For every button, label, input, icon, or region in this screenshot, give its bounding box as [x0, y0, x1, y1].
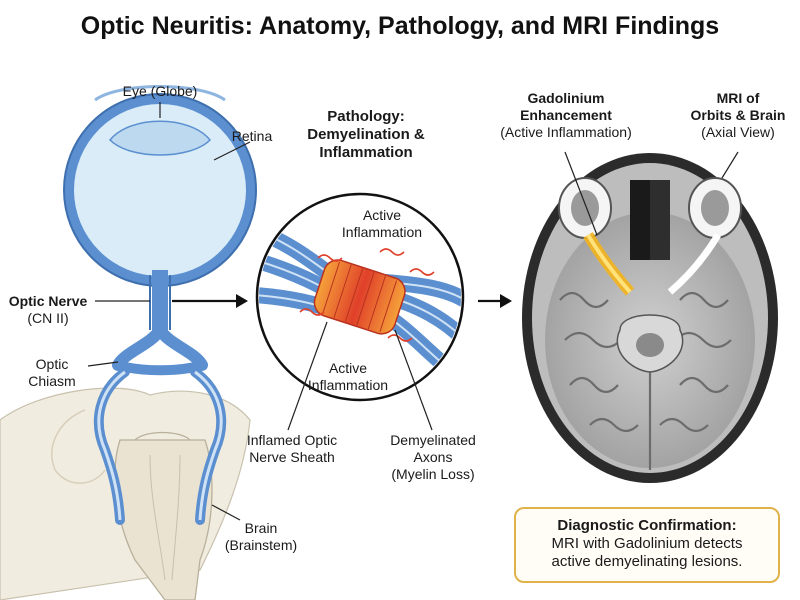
page-title: Optic Neuritis: Anatomy, Pathology, and … [80, 12, 720, 40]
mri-leader-lines [564, 151, 739, 236]
optic-nerve-label: Optic Nerve (CN II) [8, 293, 88, 326]
orbits [558, 177, 742, 260]
retina-label: Retina [231, 128, 273, 144]
optic-chiasm-label: Optic Chiasm [28, 356, 76, 389]
arrow-pathology-to-mri [478, 294, 512, 308]
pathology-heading: Pathology: Demyelination & Inflammation [307, 108, 425, 161]
inflammation-marks [299, 248, 435, 342]
eye-globe [63, 85, 257, 287]
active-inflammation-bottom-label: Active Inflammation [307, 360, 389, 393]
diagnostic-confirmation-box: Diagnostic Confirmation: MRI with Gadoli… [514, 507, 780, 583]
inflamed-sheath-label: Inflamed Optic Nerve Sheath [246, 432, 338, 465]
gadolinium-label: Gadolinium Enhancement (Active Inflammat… [500, 90, 632, 140]
diagnosis-line-1: MRI with Gadolinium detects [551, 535, 743, 552]
mri-view-label: MRI of Orbits & Brain (Axial View) [690, 90, 786, 140]
demyelinated-axons-label: Demyelinated Axons (Myelin Loss) [390, 432, 476, 482]
optic-nerves-mri [583, 232, 722, 296]
diagnosis-line-2: active demyelinating lesions. [551, 553, 743, 570]
arrow-anatomy-to-pathology [172, 294, 248, 308]
brain-label: Brain (Brainstem) [224, 520, 298, 553]
diagnosis-heading: Diagnostic Confirmation: [557, 517, 737, 534]
inflamed-segment [313, 259, 406, 335]
eye-label: Eye (Globe) [122, 83, 198, 99]
pathology-magnifier [255, 192, 465, 431]
anatomy-leader-lines [87, 102, 251, 521]
mri-axial-scan [522, 151, 778, 483]
optic-pathway [93, 270, 227, 525]
pathology-leader-lines [287, 321, 433, 431]
active-inflammation-top-label: Active Inflammation [341, 207, 423, 240]
